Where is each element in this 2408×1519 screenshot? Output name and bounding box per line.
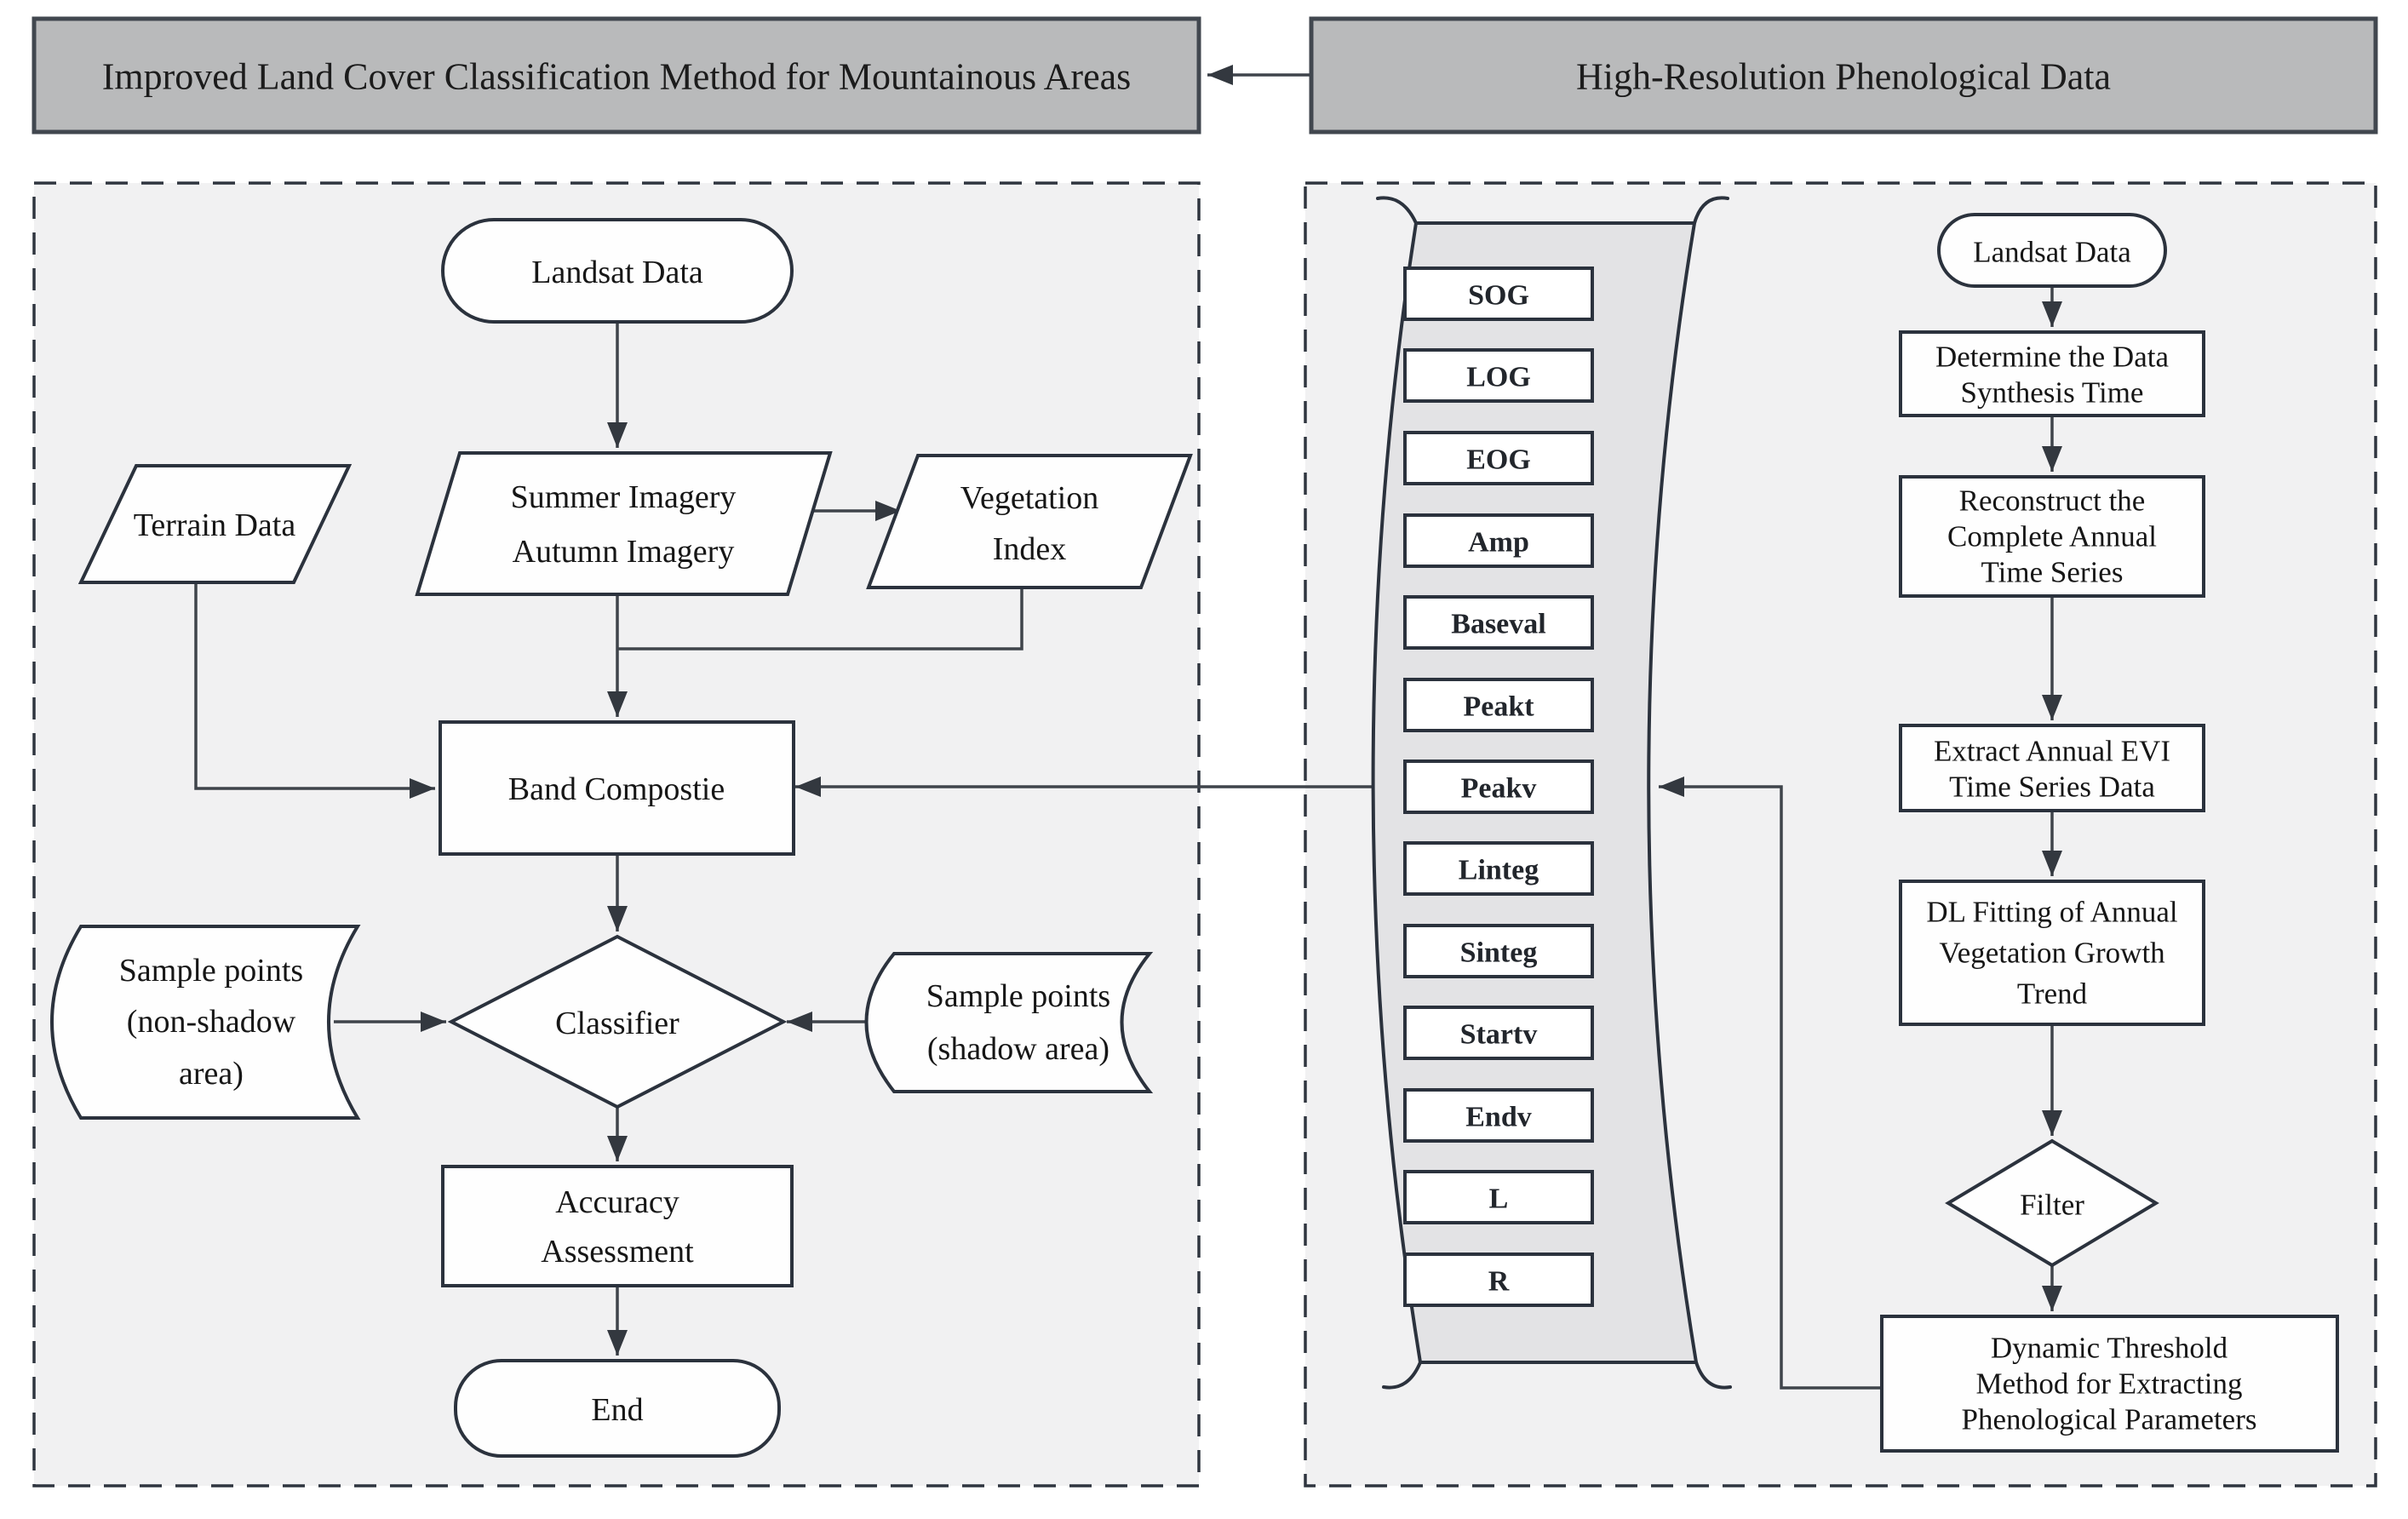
svg-text:Trend: Trend — [2017, 977, 2088, 1011]
svg-text:Determine the Data: Determine the Data — [1935, 341, 2170, 374]
svg-text:Sinteg: Sinteg — [1460, 937, 1538, 969]
node-reconstruct-time-series: Reconstruct the Complete Annual Time Ser… — [1899, 475, 2205, 598]
svg-text:(non-shadow: (non-shadow — [127, 1004, 296, 1040]
svg-text:area): area) — [179, 1056, 244, 1092]
svg-text:Filter: Filter — [2020, 1189, 2084, 1222]
banner-curl-top-left — [1376, 196, 1418, 225]
svg-text:Terrain Data: Terrain Data — [134, 507, 296, 543]
left-title-box — [32, 16, 1201, 135]
node-extract-evi: Extract Annual EVI Time Series Data — [1899, 724, 2205, 812]
node-dynamic-threshold: Dynamic Threshold Method for Extracting … — [1880, 1315, 2339, 1453]
banner-curl-bottom-right — [1694, 1361, 1732, 1390]
left-panel-nodes: Landsat Data Terrain Data Summer Imagery… — [50, 218, 1193, 1458]
arrow-terrain-to-band-composite — [194, 582, 435, 799]
right-title-box — [1309, 16, 2378, 135]
svg-text:Reconstruct the: Reconstruct the — [1959, 484, 2146, 518]
arrow-dynamic-threshold-to-banner — [1659, 777, 1882, 1390]
svg-text:DL Fitting of Annual: DL Fitting of Annual — [1926, 896, 2178, 929]
banner-curl-bottom-left — [1382, 1361, 1422, 1390]
right-title: High-Resolution Phenological Data — [1576, 56, 2111, 98]
node-classifier: Classifier — [447, 934, 788, 1109]
svg-text:Vegetation Growth: Vegetation Growth — [1939, 937, 2165, 970]
right-panel-edges — [1659, 286, 2062, 1390]
svg-text:Amp: Amp — [1468, 527, 1529, 559]
svg-text:Peakv: Peakv — [1461, 773, 1537, 805]
svg-text:R: R — [1488, 1266, 1510, 1298]
banner-item: R — [1403, 1252, 1594, 1307]
banner-item: Linteg — [1403, 841, 1594, 896]
node-vegetation-index: Vegetation Index — [866, 454, 1193, 589]
svg-text:Landsat Data: Landsat Data — [531, 255, 703, 290]
node-sample-points-non-shadow: Sample points (non-shadow area) — [50, 925, 361, 1120]
banner-item: LOG — [1403, 348, 1594, 403]
left-panel-edges — [194, 324, 1373, 1356]
node-landsat-data-left: Landsat Data — [441, 218, 794, 324]
svg-text:Dynamic Threshold: Dynamic Threshold — [1991, 1332, 2228, 1365]
node-landsat-data-right: Landsat Data — [1937, 213, 2167, 288]
banner-item: EOG — [1403, 431, 1594, 485]
svg-text:Method for Extracting: Method for Extracting — [1976, 1367, 2243, 1401]
node-end: End — [454, 1359, 781, 1458]
svg-text:Baseval: Baseval — [1451, 609, 1545, 640]
svg-text:Startv: Startv — [1460, 1019, 1538, 1051]
node-summer-autumn-imagery: Summer Imagery Autumn Imagery — [415, 451, 833, 596]
svg-text:Synthesis Time: Synthesis Time — [1961, 376, 2144, 410]
banner-item: Amp — [1403, 513, 1594, 568]
node-sample-points-shadow: Sample points (shadow area) — [864, 952, 1154, 1093]
right-panel-nodes: Landsat Data Determine the Data Synthesi… — [1880, 213, 2339, 1453]
node-determine-synthesis-time: Determine the Data Synthesis Time — [1899, 330, 2205, 417]
svg-text:Extract Annual EVI: Extract Annual EVI — [1934, 735, 2170, 768]
svg-text:Time Series Data: Time Series Data — [1949, 771, 2155, 804]
banner-curl-top-right — [1693, 196, 1729, 225]
header: Improved Land Cover Classification Metho… — [32, 16, 2378, 135]
banner-item: SOG — [1403, 267, 1594, 321]
banner-item: Sinteg — [1403, 924, 1594, 978]
svg-text:SOG: SOG — [1468, 280, 1529, 312]
node-accuracy-assessment: Accuracy Assessment — [441, 1165, 794, 1287]
svg-text:Endv: Endv — [1465, 1102, 1532, 1133]
svg-text:EOG: EOG — [1466, 444, 1531, 476]
svg-text:Phenological Parameters: Phenological Parameters — [1962, 1403, 2257, 1436]
svg-text:Band Compostie: Band Compostie — [508, 771, 725, 807]
banner-item: Endv — [1403, 1088, 1594, 1143]
svg-text:Accuracy: Accuracy — [555, 1184, 679, 1220]
svg-text:Peakt: Peakt — [1463, 691, 1534, 723]
svg-text:Index: Index — [993, 531, 1067, 567]
node-filter: Filter — [1945, 1138, 2159, 1268]
svg-text:LOG: LOG — [1466, 362, 1531, 393]
svg-text:Complete Annual: Complete Annual — [1947, 520, 2157, 553]
node-terrain-data: Terrain Data — [77, 464, 353, 584]
svg-text:Time Series: Time Series — [1981, 556, 2124, 589]
svg-text:Autumn Imagery: Autumn Imagery — [513, 534, 735, 570]
banner-item: Baseval — [1403, 595, 1594, 650]
svg-text:Sample points: Sample points — [119, 953, 303, 989]
svg-text:Landsat Data: Landsat Data — [1973, 236, 2131, 269]
banner-item: Startv — [1403, 1006, 1594, 1060]
line-vegetation-join — [617, 588, 1023, 651]
svg-text:Classifier: Classifier — [555, 1006, 679, 1041]
svg-text:Sample points: Sample points — [926, 978, 1110, 1014]
banner-item: Peakt — [1403, 678, 1594, 732]
svg-text:Linteg: Linteg — [1459, 855, 1539, 886]
svg-text:(shadow area): (shadow area) — [927, 1031, 1109, 1067]
node-band-composite: Band Compostie — [439, 720, 795, 856]
svg-text:End: End — [591, 1392, 643, 1428]
svg-text:Summer Imagery: Summer Imagery — [511, 479, 737, 515]
node-dl-fitting: DL Fitting of Annual Vegetation Growth T… — [1899, 880, 2205, 1026]
banner-item: L — [1403, 1170, 1594, 1224]
phenological-parameters-banner: SOG LOG EOG Amp Baseval Peakt Peakv Lin — [1371, 196, 1732, 1390]
banner-item: Peakv — [1403, 760, 1594, 814]
svg-text:L: L — [1489, 1184, 1509, 1215]
left-title: Improved Land Cover Classification Metho… — [102, 56, 1132, 98]
svg-text:Vegetation: Vegetation — [960, 480, 1099, 516]
svg-text:Assessment: Assessment — [541, 1234, 694, 1270]
